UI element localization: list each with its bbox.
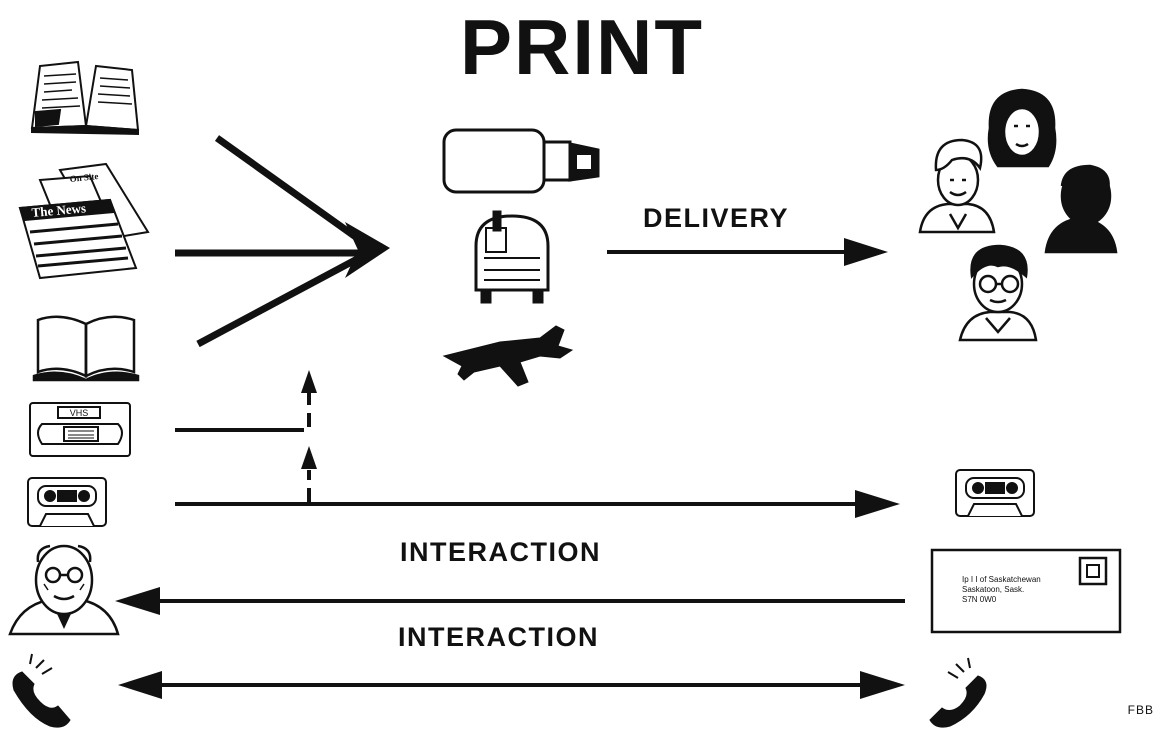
credit-label: FBB bbox=[1127, 703, 1154, 717]
interaction-return-arrowhead bbox=[115, 587, 160, 615]
converge-arrowhead bbox=[345, 222, 390, 278]
delivery-arrowhead bbox=[844, 238, 888, 266]
phone-arrowhead-right bbox=[860, 671, 905, 699]
vhs-tape-icon: VHS bbox=[29, 402, 131, 457]
cassette-icon bbox=[27, 477, 107, 527]
dashed-arrowhead-lower bbox=[301, 446, 317, 469]
delivery-label: DELIVERY bbox=[643, 203, 790, 233]
audience-icon bbox=[918, 88, 1118, 342]
envelope-address-line-2: Saskatoon, Sask. bbox=[962, 585, 1024, 594]
newspaper-masthead: The News bbox=[31, 200, 87, 220]
newspapers-icon: The News On Site bbox=[18, 162, 150, 280]
arrow-top-converging bbox=[214, 135, 377, 253]
truck-icon bbox=[442, 128, 600, 194]
airplane-icon bbox=[442, 325, 574, 387]
phone-arrowhead-left bbox=[118, 671, 162, 699]
arrow-bottom-converging bbox=[196, 246, 376, 348]
envelope-icon: Ip I I of Saskatchewan Saskatoon, Sask. … bbox=[930, 548, 1122, 634]
presenter-icon bbox=[8, 544, 120, 636]
envelope-address-line-1: Ip I I of Saskatchewan bbox=[962, 575, 1041, 584]
vhs-label: VHS bbox=[70, 408, 89, 418]
interaction-label-top: INTERACTION bbox=[400, 537, 601, 567]
cassette-arrowhead bbox=[855, 490, 900, 518]
telephone-icon bbox=[12, 653, 71, 728]
cassette-icon-right bbox=[955, 469, 1035, 517]
page-title: PRINT bbox=[460, 3, 704, 91]
magazine-icon bbox=[30, 60, 140, 136]
mailbox-icon bbox=[474, 210, 550, 304]
interaction-label-bottom: INTERACTION bbox=[398, 622, 599, 652]
envelope-address-line-3: S7N 0W0 bbox=[962, 595, 997, 604]
book-icon bbox=[32, 315, 140, 382]
telephone-icon-right bbox=[929, 657, 987, 728]
newspaper-masthead-back: On Site bbox=[69, 171, 99, 184]
dashed-arrowhead-upper bbox=[301, 370, 317, 393]
